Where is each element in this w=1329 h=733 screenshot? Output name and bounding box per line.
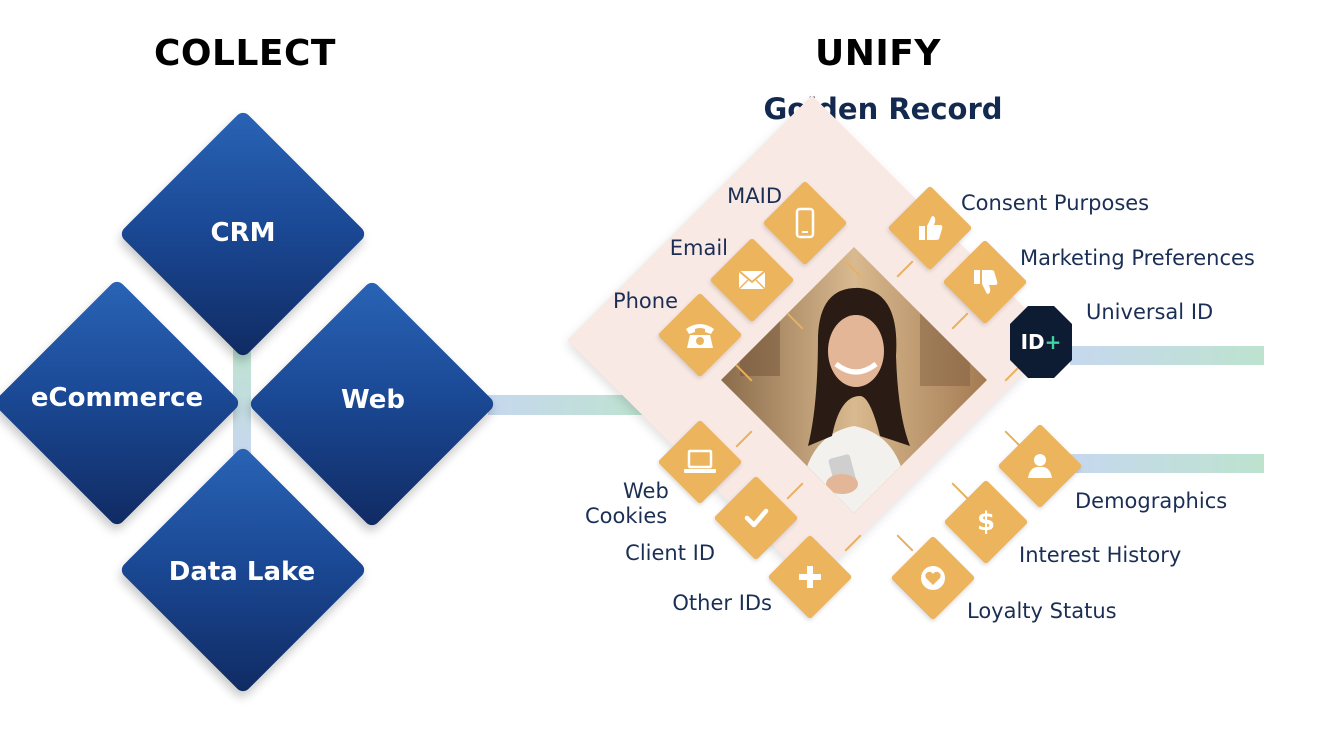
telephone-icon bbox=[686, 324, 714, 348]
crm-label: CRM bbox=[210, 218, 276, 248]
thumbs-up-icon bbox=[919, 216, 943, 240]
data-lake-label: Data Lake bbox=[168, 557, 316, 587]
ecommerce-label: eCommerce bbox=[30, 383, 204, 413]
collect-to-unify-connector bbox=[488, 395, 648, 415]
universal-id-output-connector bbox=[1070, 346, 1264, 365]
unify-heading: UNIFY bbox=[815, 33, 941, 74]
demographics-label: Demographics bbox=[1075, 489, 1228, 513]
phone-label: Phone bbox=[612, 289, 678, 313]
consent-purposes-label: Consent Purposes bbox=[961, 191, 1150, 215]
id-plus-icon bbox=[1010, 306, 1072, 378]
mobile-phone-icon bbox=[795, 207, 815, 239]
collect-heading: COLLECT bbox=[154, 33, 336, 74]
web-cookies-label-line1: Web bbox=[623, 479, 669, 503]
loyalty-status-label: Loyalty Status bbox=[967, 599, 1117, 623]
other-ids-label: Other IDs bbox=[672, 591, 772, 615]
heart-icon bbox=[921, 566, 945, 590]
interest-history-label: Interest History bbox=[1019, 543, 1182, 567]
maid-label: MAID bbox=[727, 184, 782, 208]
web-label: Web bbox=[341, 385, 405, 415]
collect-center-connector-vertical bbox=[233, 345, 251, 455]
badge-text: ID+ bbox=[1020, 330, 1062, 354]
client-id-label: Client ID bbox=[625, 541, 715, 565]
laptop-icon bbox=[684, 449, 716, 473]
demographics-output-connector bbox=[1070, 454, 1264, 473]
plus-icon bbox=[799, 566, 821, 588]
marketing-preferences-label: Marketing Preferences bbox=[1020, 246, 1255, 270]
dollar-icon: $ bbox=[976, 507, 996, 537]
universal-id-badge-text: ID+ bbox=[1021, 330, 1062, 354]
email-label: Email bbox=[669, 236, 728, 260]
badge-plus: + bbox=[1044, 330, 1062, 354]
person-icon bbox=[1028, 454, 1052, 478]
universal-id-label: Universal ID bbox=[1086, 300, 1214, 324]
checkmark-icon bbox=[744, 508, 769, 528]
envelope-icon bbox=[738, 270, 766, 290]
thumbs-down-icon bbox=[974, 270, 998, 294]
web-cookies-label-line2: Cookies bbox=[585, 504, 668, 528]
